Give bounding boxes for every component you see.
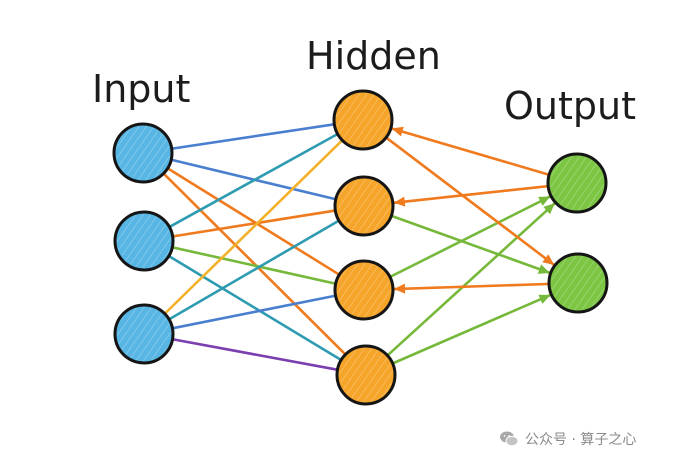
connection-input-0-to-hidden-0 [168,123,335,151]
arrowhead-icon [393,283,406,294]
input-node-1 [112,122,174,184]
connection-input-1-to-hidden-2 [169,245,337,285]
arrowhead-icon [538,294,551,304]
connection-input-2-to-hidden-1 [166,219,340,322]
input-node-3 [113,303,175,365]
arrowhead-icon [393,196,406,207]
input-node-2 [113,210,175,272]
connection-hidden-1-to-output-1 [388,213,552,275]
connection-input-1-to-hidden-0 [166,133,339,230]
connection-output-0-to-hidden-1 [392,184,552,205]
watermark: 公众号 · 算子之心 [499,428,636,450]
output-node-1 [546,152,608,214]
connection-hidden-3-to-output-1 [389,293,552,366]
hidden-node-3 [333,259,395,321]
hidden-node-1 [332,89,394,151]
connection-input-2-to-hidden-3 [169,337,338,371]
connection-input-0-to-hidden-2 [164,165,340,276]
output-layer-label: Output [504,84,636,128]
hidden-layer-label: Hidden [306,34,441,78]
arrowheads [391,126,555,304]
hidden-node-2 [333,175,395,237]
connection-input-1-to-hidden-1 [169,209,336,239]
connection-input-2-to-hidden-0 [162,139,343,317]
arrowhead-icon [543,203,555,215]
arrowhead-icon [538,196,551,206]
connection-hidden-2-to-output-0 [386,195,552,280]
connection-input-1-to-hidden-3 [165,253,342,361]
connection-input-0-to-hidden-1 [167,157,337,201]
connection-output-1-to-hidden-2 [392,282,553,291]
arrowhead-icon [391,126,404,137]
neurons [112,89,609,406]
connection-input-2-to-hidden-2 [169,294,336,331]
hidden-node-4 [335,344,397,406]
wechat-icon [500,431,519,447]
arrowhead-icon [537,264,550,274]
watermark-text: 公众号 · 算子之心 [525,432,637,448]
connection-input-0-to-hidden-3 [160,170,347,356]
connections [160,123,557,371]
connection-hidden-3-to-output-0 [384,201,557,359]
connection-hidden-0-to-output-1 [383,135,556,267]
output-node-2 [547,252,609,314]
connection-output-0-to-hidden-0 [390,127,553,177]
arrowhead-icon [542,254,555,265]
input-layer-label: Input [92,67,190,111]
